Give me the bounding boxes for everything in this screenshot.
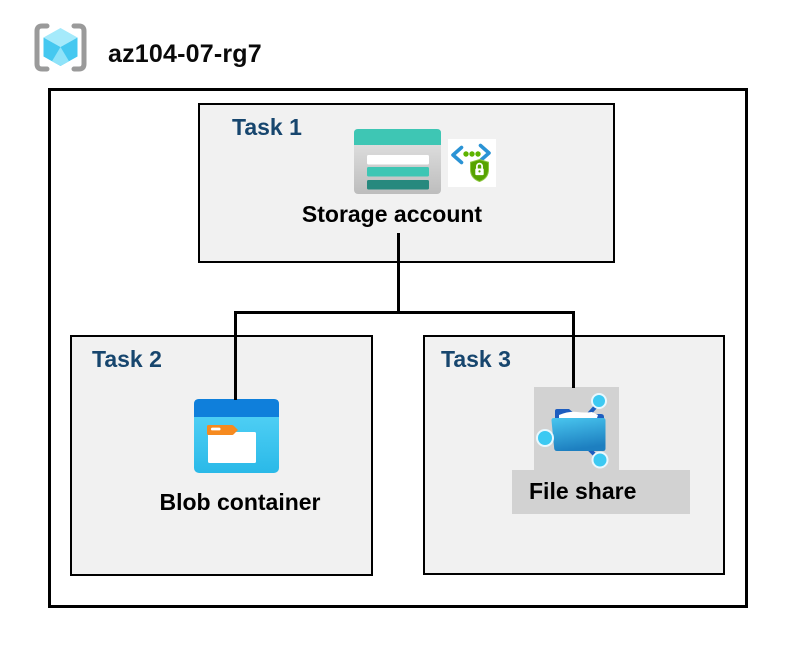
blob-container-icon bbox=[194, 399, 279, 473]
connector-to-fileshare bbox=[572, 311, 575, 388]
storage-account-icon bbox=[354, 129, 441, 194]
task-1-box: Task 1 Storage bbox=[198, 103, 615, 263]
file-share-label-plate bbox=[512, 470, 690, 514]
resource-group-name: az104-07-rg7 bbox=[108, 40, 262, 68]
task-1-label: Task 1 bbox=[232, 114, 302, 140]
shared-access-signature-icon bbox=[448, 139, 496, 187]
connector-storage-down bbox=[397, 233, 400, 313]
connector-to-blob bbox=[234, 311, 237, 400]
storage-account-label: Storage account bbox=[301, 201, 483, 227]
file-share-icon bbox=[534, 387, 619, 471]
task-3-label: Task 3 bbox=[441, 346, 511, 372]
blob-container-label: Blob container bbox=[159, 489, 321, 515]
connector-horizontal bbox=[234, 311, 575, 314]
file-share-label: File share bbox=[529, 478, 637, 504]
task-2-box: Task 2 Blob container bbox=[70, 335, 373, 576]
task-2-label: Task 2 bbox=[92, 346, 162, 372]
resource-group-icon bbox=[34, 23, 87, 72]
